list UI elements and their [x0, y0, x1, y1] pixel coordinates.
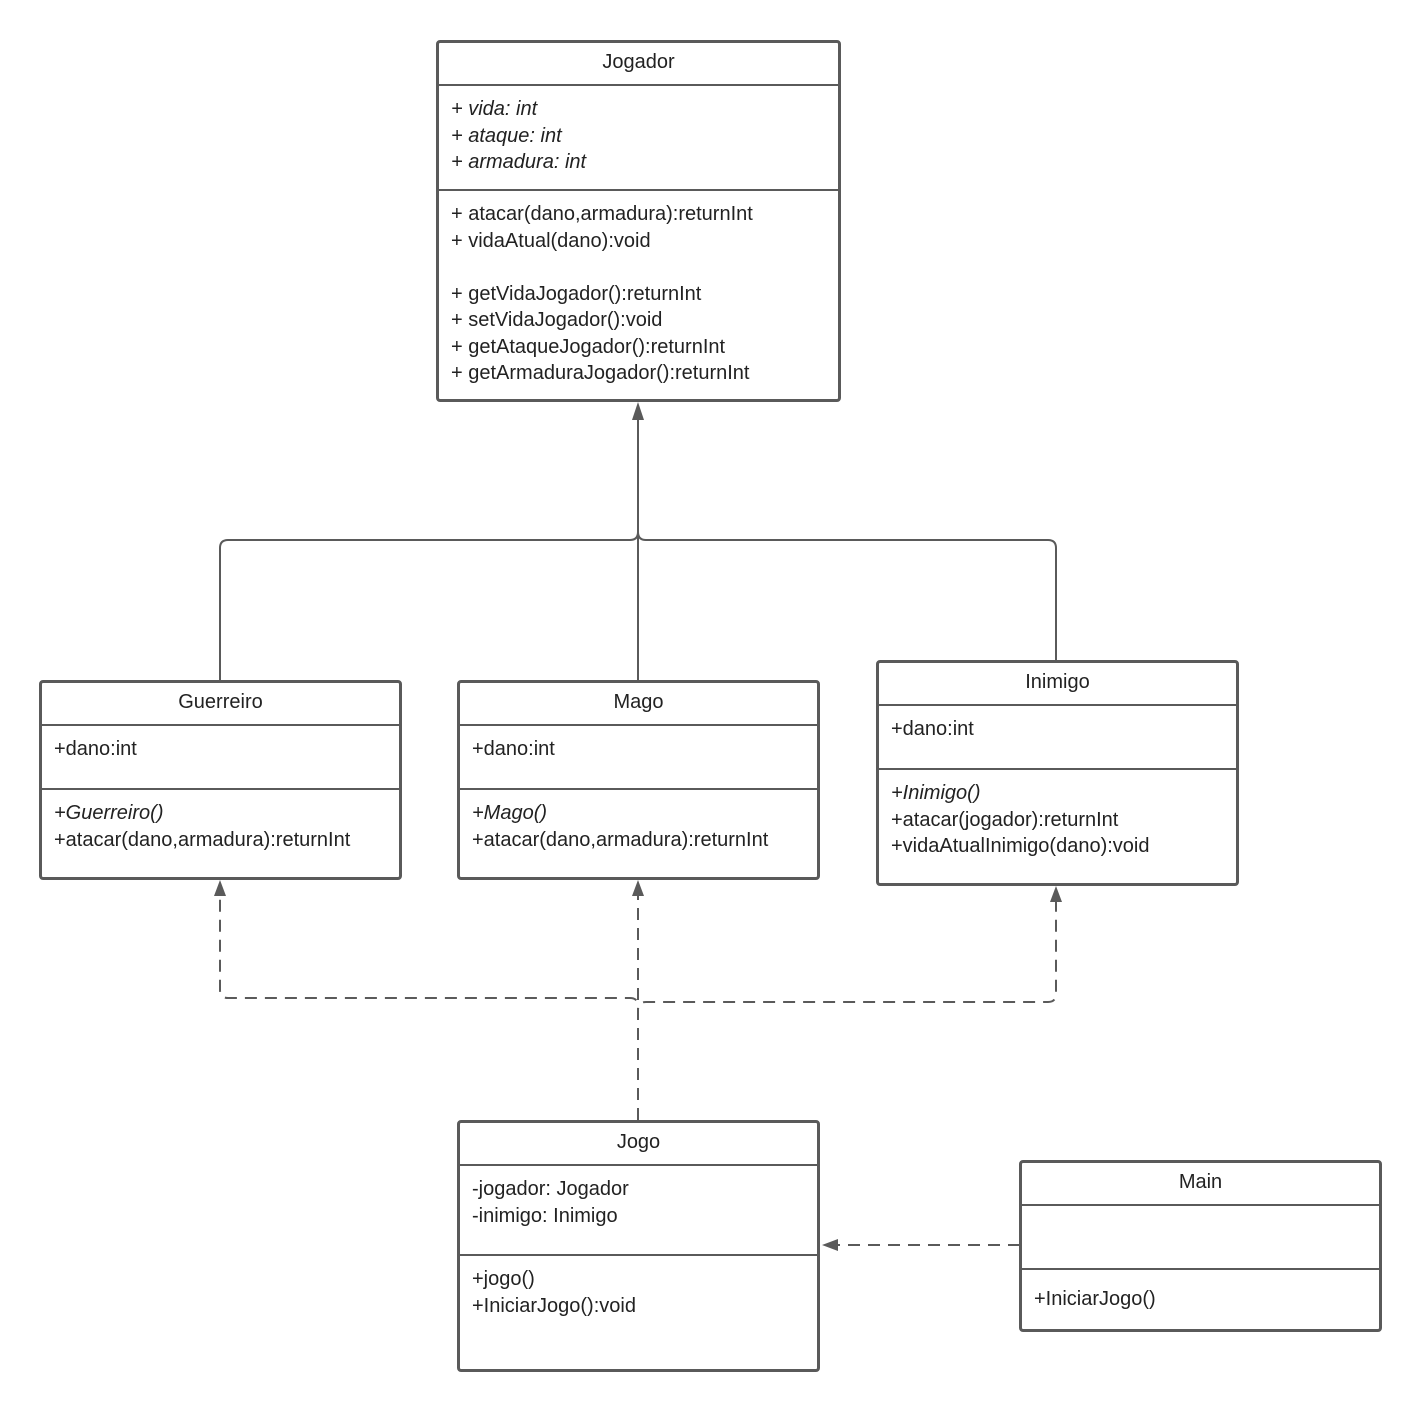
methods-section: + atacar(dano,armadura):returnInt + vida… — [439, 189, 838, 387]
methods-section: +Inimigo() +atacar(jogador):returnInt +v… — [879, 768, 1236, 860]
inheritance-line-inimigo — [637, 531, 1057, 660]
attributes-section: + vida: int + ataque: int + armadura: in… — [439, 84, 838, 189]
method: +IniciarJogo() — [1034, 1288, 1156, 1310]
dependency-arrowhead-inimigo — [1050, 886, 1062, 902]
constructor: +Guerreiro() — [54, 802, 164, 824]
attribute: + vida: int — [451, 98, 538, 120]
inheritance-arrowhead — [632, 402, 644, 420]
attributes-section: +dano:int — [879, 704, 1236, 768]
class-jogo[interactable]: Jogo -jogador: Jogador -inimigo: Inimigo… — [457, 1120, 820, 1372]
dependency-arrowhead-guerreiro — [214, 880, 226, 896]
attribute: -inimigo: Inimigo — [472, 1204, 618, 1227]
methods-section: +Guerreiro() +atacar(dano,armadura):retu… — [42, 788, 399, 853]
method: +atacar(jogador):returnInt — [891, 808, 1119, 831]
method: +vidaAtualInimigo(dano):void — [891, 835, 1150, 857]
attribute: +dano:int — [472, 738, 555, 760]
method: +atacar(dano,armadura):returnInt — [472, 828, 769, 851]
class-mago[interactable]: Mago +dano:int +Mago() +atacar(dano,arma… — [457, 680, 820, 880]
attribute: + ataque: int — [451, 124, 562, 147]
method: + vidaAtual(dano):void — [451, 229, 651, 252]
constructor: +Mago() — [472, 802, 548, 824]
attribute: + armadura: int — [451, 151, 587, 173]
class-guerreiro[interactable]: Guerreiro +dano:int +Guerreiro() +atacar… — [39, 680, 402, 880]
methods-section: +IniciarJogo() — [1022, 1268, 1379, 1313]
attributes-section: +dano:int — [460, 724, 817, 788]
method: + setVidaJogador():void — [451, 309, 663, 331]
attributes-section: +dano:int — [42, 724, 399, 788]
dependency-line-inimigo — [637, 898, 1057, 1120]
class-name: Jogo — [616, 1131, 661, 1153]
class-name: Mago — [613, 691, 664, 713]
inheritance-line-guerreiro — [219, 531, 639, 680]
method: +IniciarJogo():void — [472, 1294, 636, 1317]
attributes-section: -jogador: Jogador -inimigo: Inimigo — [460, 1164, 817, 1254]
method: +atacar(dano,armadura):returnInt — [54, 828, 351, 851]
class-name: Guerreiro — [178, 691, 263, 713]
attributes-section — [1022, 1204, 1379, 1268]
dependency-arrowhead-mago — [632, 880, 644, 896]
method: + getAtaqueJogador():returnInt — [451, 335, 726, 358]
constructor: +Inimigo() — [891, 782, 981, 804]
class-inimigo[interactable]: Inimigo +dano:int +Inimigo() +atacar(jog… — [876, 660, 1239, 886]
attribute: +dano:int — [891, 718, 974, 740]
method: +jogo() — [472, 1268, 535, 1290]
methods-section: +Mago() +atacar(dano,armadura):returnInt — [460, 788, 817, 853]
class-name: Main — [1178, 1171, 1223, 1193]
attribute: -jogador: Jogador — [472, 1178, 629, 1200]
method: + getVidaJogador():returnInt — [451, 282, 702, 305]
attribute: +dano:int — [54, 738, 137, 760]
methods-section: +jogo() +IniciarJogo():void — [460, 1254, 817, 1319]
method: + atacar(dano,armadura):returnInt — [451, 203, 753, 225]
blank-line — [451, 254, 826, 281]
class-name: Jogador — [602, 51, 675, 73]
dependency-arrowhead-main — [822, 1239, 838, 1251]
dependency-line-guerreiro — [219, 892, 639, 1120]
method: + getArmaduraJogador():returnInt — [451, 362, 750, 384]
class-name: Inimigo — [1025, 671, 1090, 693]
class-jogador[interactable]: Jogador + vida: int + ataque: int + arma… — [436, 40, 841, 402]
class-main[interactable]: Main +IniciarJogo() — [1019, 1160, 1382, 1332]
